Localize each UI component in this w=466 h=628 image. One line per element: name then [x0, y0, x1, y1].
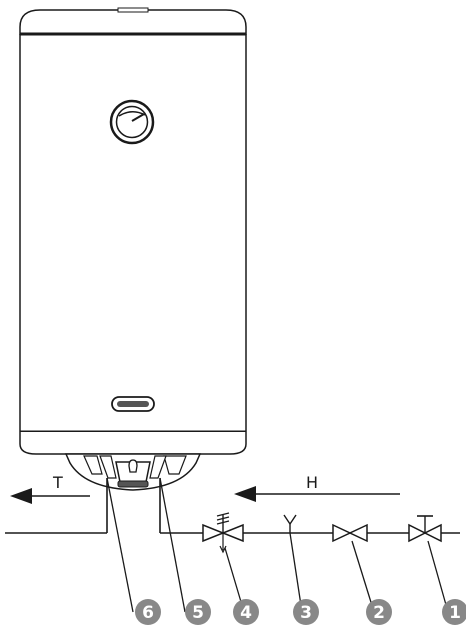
tank-body: [19, 34, 247, 434]
callout-2-label: 2: [373, 603, 385, 623]
callout-5: 5: [185, 599, 211, 625]
callout-3: 3: [293, 599, 319, 625]
callout-leader-lines: [106, 477, 449, 613]
hot-water-label: T: [52, 473, 63, 492]
callout-1: 1: [442, 599, 466, 625]
hot-water-arrow: [10, 488, 90, 504]
tank-top-cap: [19, 7, 247, 36]
callout-5-label: 5: [192, 603, 204, 623]
brand-logo-badge: [111, 396, 155, 412]
thermometer-gauge-icon: [109, 99, 155, 145]
shutoff-valve-icon: [408, 515, 442, 543]
safety-valve-icon: [202, 512, 244, 554]
callout-4: 4: [233, 599, 259, 625]
tank-bottom-cap: [19, 432, 247, 455]
callout-6: 6: [135, 599, 161, 625]
cold-water-arrow: [234, 486, 400, 502]
callout-3-label: 3: [300, 603, 312, 623]
bottom-service-cover: [64, 453, 202, 491]
check-valve-icon: [332, 523, 368, 543]
callout-4-label: 4: [240, 603, 252, 623]
cold-water-inlet-pipe: [159, 478, 460, 534]
callout-1-label: 1: [449, 603, 461, 623]
callout-2: 2: [366, 599, 392, 625]
hot-water-outlet-pipe: [5, 478, 108, 534]
funnel-connection-icon: [283, 514, 297, 533]
callout-6-label: 6: [142, 603, 154, 623]
cold-water-label: H: [306, 473, 318, 492]
